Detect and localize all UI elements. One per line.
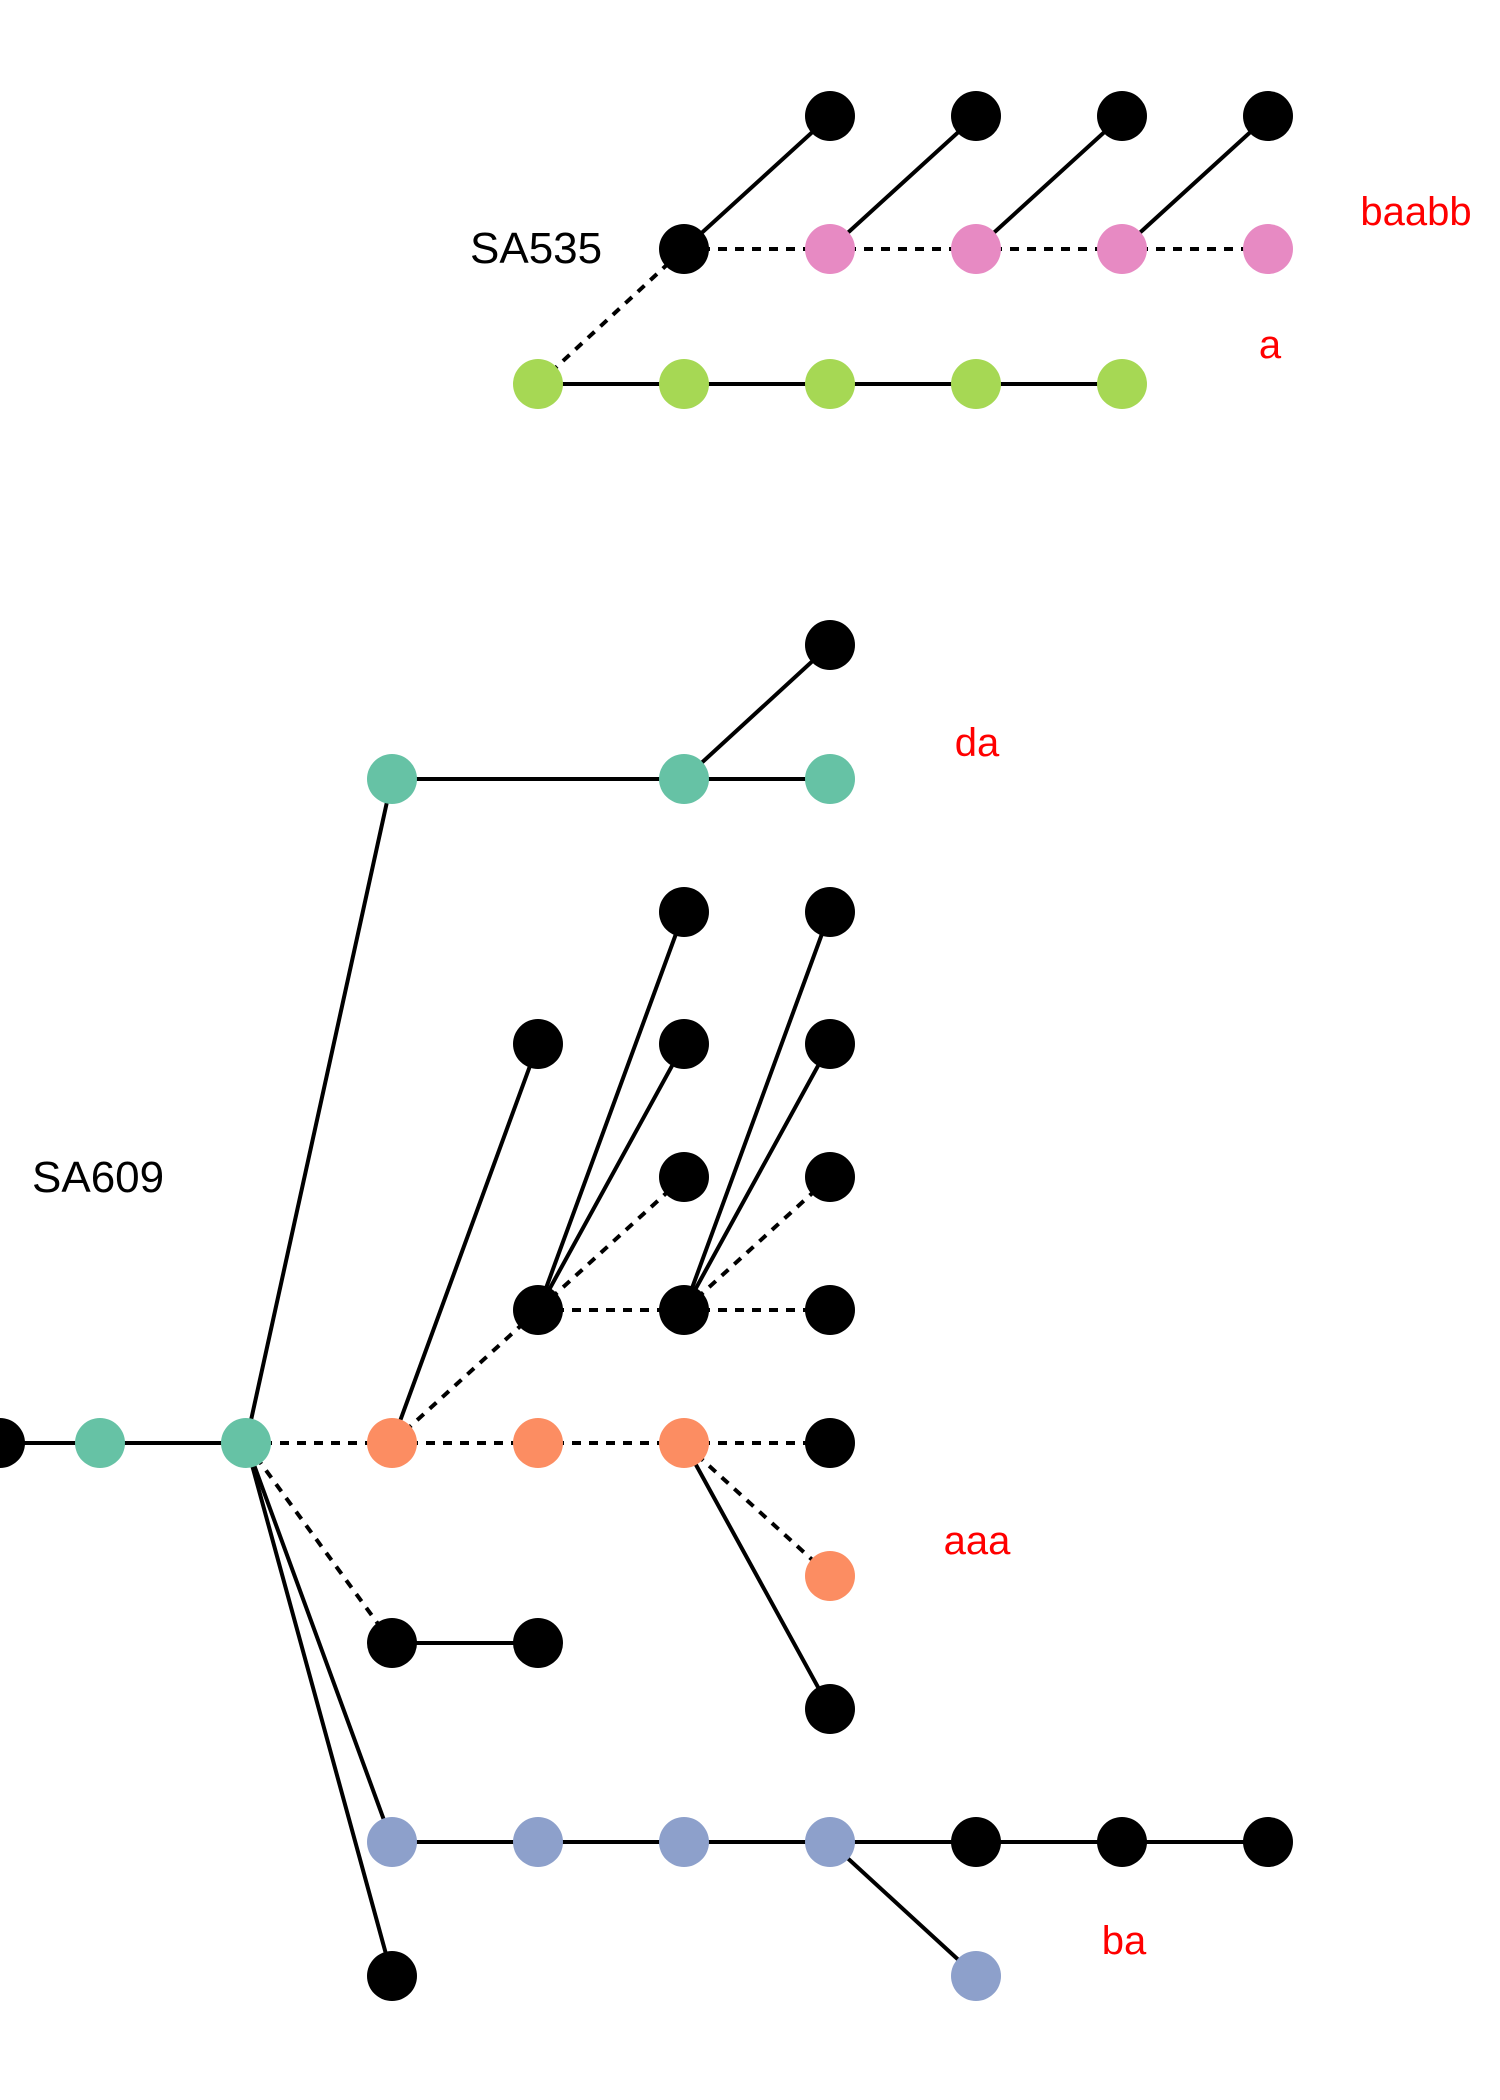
edge-b_tl2-b_bl3 [244, 1442, 394, 1843]
node-black-b_c5b [659, 1019, 709, 1069]
node-black-b_t1 [805, 620, 855, 670]
node-green-a_gr0 [513, 359, 563, 409]
node-orange-b_or5 [659, 1418, 709, 1468]
node-black-b_k4 [513, 1285, 563, 1335]
dashed-edge-b_or3-b_k4 [390, 1308, 540, 1445]
node-orange-b_or3 [367, 1418, 417, 1468]
node-black-a_mid0 [659, 224, 709, 274]
nodes-layer [0, 91, 1293, 2001]
edge-b_tl2-b_teal0 [244, 778, 394, 1444]
edge-b_k5-b_c6b [682, 1043, 832, 1311]
node-blue-b_bl7 [951, 1951, 1001, 2001]
node-black-b_k6d [805, 1418, 855, 1468]
node-black-b_e3 [367, 1618, 417, 1668]
node-black-b_k9 [1243, 1817, 1293, 1867]
node-black-b_c6b [805, 1019, 855, 1069]
edge-a_pk1-a_top2 [828, 114, 978, 251]
node-black-b_k6e [805, 1684, 855, 1734]
edge-b_bl6-b_bl7 [828, 1840, 978, 1978]
node-label-green-end: a [1259, 323, 1282, 367]
dashed-edge-b_tl2-b_e3 [244, 1441, 394, 1645]
node-black-b_root [0, 1418, 25, 1468]
node-black-b_c6c [805, 1152, 855, 1202]
dashed-edge-b_k4-b_c5c [536, 1175, 686, 1312]
node-teal-b_teal1 [659, 754, 709, 804]
node-black-b_c4b [513, 1019, 563, 1069]
node-label-pink-end: baabb [1360, 190, 1471, 234]
tree-label-sa609: SA609 [32, 1153, 164, 1202]
edge-a_pk2-a_top3 [974, 114, 1124, 251]
node-black-a_top2 [951, 91, 1001, 141]
node-pink-a_pk2 [951, 224, 1001, 274]
node-blue-b_bl3 [367, 1817, 417, 1867]
node-pink-a_pk4 [1243, 224, 1293, 274]
node-green-a_gr4 [1097, 359, 1147, 409]
edge-b_tl2-b_f3 [244, 1442, 394, 1977]
edge-b_k4-b_c5b [536, 1043, 686, 1311]
node-black-b_k8 [1097, 1817, 1147, 1867]
node-teal-b_teal0 [367, 754, 417, 804]
tree-label-sa535: SA535 [470, 224, 602, 273]
node-blue-b_bl4 [513, 1817, 563, 1867]
node-blue-b_bl5 [659, 1817, 709, 1867]
node-blue-b_bl6 [805, 1817, 855, 1867]
node-black-b_k6 [805, 1285, 855, 1335]
edge-b_or3-b_c4b [390, 1043, 540, 1444]
node-teal-b_tl2 [221, 1418, 271, 1468]
edges-layer [0, 114, 1270, 1978]
edge-a_pk3-a_top4 [1120, 114, 1270, 251]
node-pink-a_pk3 [1097, 224, 1147, 274]
node-green-a_gr3 [951, 359, 1001, 409]
node-green-a_gr1 [659, 359, 709, 409]
node-black-b_c5a [659, 887, 709, 937]
node-teal-b_teal2 [805, 754, 855, 804]
node-black-a_top4 [1243, 91, 1293, 141]
node-black-b_c5c [659, 1152, 709, 1202]
node-green-a_gr2 [805, 359, 855, 409]
edge-a_mid0-a_top1 [682, 114, 832, 251]
node-teal-b_tl1 [75, 1418, 125, 1468]
node-black-a_top3 [1097, 91, 1147, 141]
node-label-blue-end: ba [1102, 1919, 1147, 1963]
edge-b_or5-b_k6e [682, 1442, 832, 1710]
edge-b_teal1-b_t1 [682, 643, 832, 781]
dashed-edge-b_k5-b_c6c [682, 1175, 832, 1312]
dashed-edge-b_or5-b_or6 [682, 1441, 832, 1578]
node-black-b_f3 [367, 1951, 417, 2001]
node-pink-a_pk1 [805, 224, 855, 274]
node-label-orange-end: aaa [944, 1519, 1011, 1563]
edge-b_k5-b_c6a [682, 911, 832, 1311]
node-orange-b_or4 [513, 1418, 563, 1468]
edge-b_k4-b_c5a [536, 911, 686, 1311]
node-label-teal-end: da [955, 721, 1000, 765]
node-orange-b_or6 [805, 1551, 855, 1601]
node-black-a_top1 [805, 91, 855, 141]
node-black-b_k5 [659, 1285, 709, 1335]
node-black-b_k7 [951, 1817, 1001, 1867]
node-black-b_c6a [805, 887, 855, 937]
labels-layer: SA535 SA609 baabb a da aaa ba [32, 190, 1472, 1963]
node-black-b_e4 [513, 1618, 563, 1668]
